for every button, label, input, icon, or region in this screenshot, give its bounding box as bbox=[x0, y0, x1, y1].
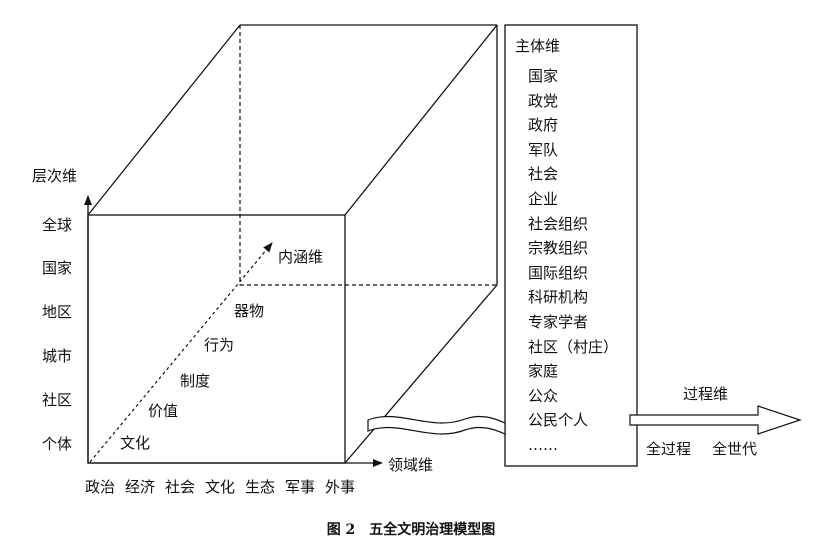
figure-caption: 图 2 五全文明治理模型图 bbox=[327, 521, 496, 538]
domain-field-society: 社会 bbox=[165, 478, 195, 496]
subject-item: 社会组织 bbox=[528, 215, 588, 233]
subject-item: 企业 bbox=[528, 190, 558, 208]
process-dimension-title: 过程维 bbox=[683, 385, 728, 403]
process-item-full-process: 全过程 bbox=[646, 440, 691, 458]
layer-dimension-title: 层次维 bbox=[32, 167, 77, 185]
process-arrow bbox=[629, 405, 802, 435]
subject-item: 公民个人 bbox=[528, 411, 588, 429]
connotation-dimension-title: 内涵维 bbox=[278, 248, 323, 266]
domain-field-culture: 文化 bbox=[205, 478, 235, 496]
ribbon-connector bbox=[367, 415, 506, 435]
connotation-item-behavior: 行为 bbox=[204, 336, 234, 354]
subject-item: 国际组织 bbox=[528, 264, 588, 282]
cube-edge-top-left bbox=[87, 24, 241, 216]
subject-item: …… bbox=[528, 436, 558, 454]
domain-field-politics: 政治 bbox=[85, 478, 115, 496]
domain-field-ecology: 生态 bbox=[245, 478, 275, 496]
subject-item: 政府 bbox=[528, 116, 558, 134]
layer-level-individual: 个体 bbox=[42, 435, 72, 453]
subject-dimension-box bbox=[504, 24, 638, 467]
connotation-item-artifact: 器物 bbox=[234, 302, 264, 320]
cube bbox=[87, 24, 498, 464]
subject-dimension-title: 主体维 bbox=[515, 37, 560, 55]
domain-field-military: 军事 bbox=[285, 478, 315, 496]
cube-edge-top-right bbox=[344, 24, 498, 216]
connotation-item-system: 制度 bbox=[180, 372, 210, 390]
subject-item: 政党 bbox=[528, 92, 558, 110]
domain-field-economy: 经济 bbox=[125, 478, 155, 496]
subject-item: 公众 bbox=[528, 387, 558, 405]
connotation-item-value: 价值 bbox=[148, 402, 178, 420]
subject-item: 军队 bbox=[528, 141, 558, 159]
process-item-all-generations: 全世代 bbox=[712, 440, 757, 458]
subject-item: 社会 bbox=[528, 165, 558, 183]
layer-level-global: 全球 bbox=[42, 216, 72, 234]
domain-field-foreign-affairs: 外事 bbox=[325, 478, 355, 496]
domain-dimension-title: 领域维 bbox=[388, 456, 433, 474]
cube-edge-bottom-right bbox=[344, 284, 498, 464]
connotation-axis bbox=[89, 242, 273, 463]
subject-item: 家庭 bbox=[528, 362, 558, 380]
subject-item: 国家 bbox=[528, 67, 558, 85]
layer-level-city: 城市 bbox=[42, 347, 72, 365]
cube-hidden-edges bbox=[239, 25, 497, 286]
connotation-item-culture: 文化 bbox=[120, 434, 150, 452]
layer-level-community: 社区 bbox=[42, 391, 72, 409]
subject-item: 科研机构 bbox=[528, 288, 588, 306]
subject-item: 宗教组织 bbox=[528, 239, 588, 257]
layer-level-country: 国家 bbox=[42, 259, 72, 277]
subject-item: 社区（村庄） bbox=[528, 338, 618, 356]
layer-level-region: 地区 bbox=[42, 303, 72, 321]
subject-item: 专家学者 bbox=[528, 313, 588, 331]
